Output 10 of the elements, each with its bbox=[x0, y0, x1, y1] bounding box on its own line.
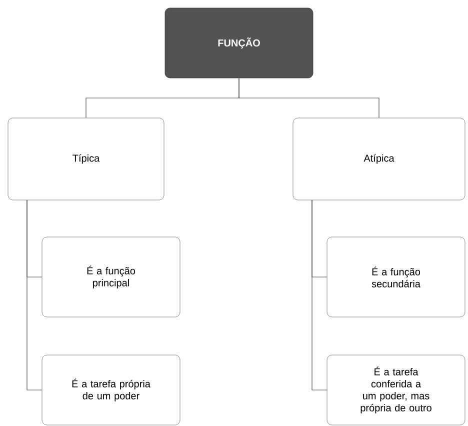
description-box: É a função secundária bbox=[326, 236, 466, 318]
description-box: É a tarefa conferida a um poder, mas própria de outro bbox=[326, 354, 466, 426]
connector-line bbox=[312, 200, 328, 390]
category-box: Típica bbox=[8, 118, 164, 200]
connector-line bbox=[238, 78, 380, 118]
connector-line bbox=[26, 200, 42, 390]
title-box: FUNÇÃO bbox=[164, 8, 314, 78]
description-box: É a função principal bbox=[42, 236, 180, 318]
description-box: É a tarefa própria de um poder bbox=[42, 354, 180, 426]
category-box: Atípica bbox=[292, 118, 466, 200]
